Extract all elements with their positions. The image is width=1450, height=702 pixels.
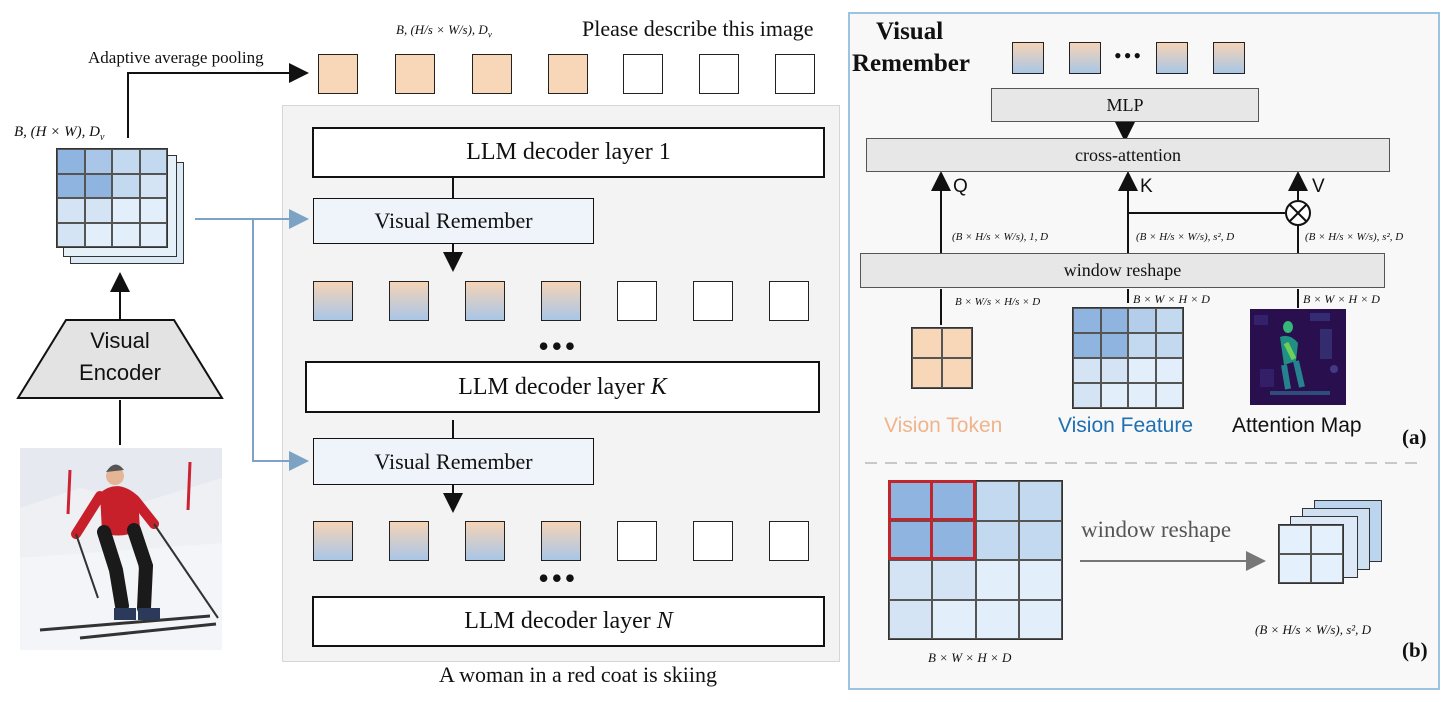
text-token: [617, 281, 657, 321]
b-output-shape-label: (B × H/s × W/s), s², D: [1255, 622, 1372, 637]
prompt-text: Please describe this image: [582, 16, 814, 41]
ellipsis-dots: •••: [538, 328, 578, 364]
visual-token: [318, 54, 358, 94]
output-token: [1213, 42, 1245, 74]
output-token: [1069, 42, 1101, 74]
llm-decoder-layer-k: LLM decoder layer K: [305, 361, 820, 413]
visual-remember-block-1: Visual Remember: [313, 198, 594, 244]
cross-attention-block: cross-attention: [866, 138, 1390, 172]
visual-encoder-label-line1: Visual: [90, 328, 150, 353]
layer-n-prefix: LLM decoder layer: [464, 608, 657, 634]
visual-remember-block-2: Visual Remember: [313, 438, 594, 485]
text-token: [623, 54, 663, 94]
q-label: Q: [953, 176, 968, 197]
attention-map-caption: Attention Map: [1232, 414, 1362, 437]
ellipsis-dots: •••: [538, 560, 578, 596]
llm-decoder-layer-1: LLM decoder layer 1: [312, 127, 825, 178]
token-input-shape: B × W/s × H/s × D: [955, 296, 1041, 308]
updated-visual-token: [389, 521, 429, 561]
ski-photo: [20, 448, 222, 650]
reshape-input-grid: [888, 480, 1063, 640]
panel-a-label: (a): [1402, 425, 1427, 449]
layer-k-var: K: [650, 373, 667, 400]
llm-decoder-layer-n: LLM decoder layer N: [312, 596, 825, 647]
attention-input-shape: B × W × H × D: [1303, 292, 1380, 306]
output-token: [1012, 42, 1044, 74]
text-token: [775, 54, 815, 94]
pooling-label: Adaptive average pooling: [88, 48, 264, 67]
feature-input-shape: B × W × H × D: [1133, 292, 1210, 306]
text-token: [769, 521, 809, 561]
k-shape-label: (B × H/s × W/s), s², D: [1136, 231, 1235, 243]
ellipsis-dots: •••: [1114, 43, 1144, 68]
panel-b-label: (b): [1402, 638, 1428, 662]
updated-visual-token: [465, 281, 505, 321]
vision-token-caption: Vision Token: [884, 414, 1003, 437]
text-token: [693, 521, 733, 561]
updated-visual-token: [541, 521, 581, 561]
updated-visual-token: [313, 521, 353, 561]
feature-map-stack: [56, 148, 196, 268]
b-window-reshape-label: window reshape: [1081, 517, 1232, 542]
vision-token-grid: [911, 327, 973, 389]
updated-visual-token: [313, 281, 353, 321]
window-highlight-divider-h: [888, 518, 976, 521]
k-label: K: [1140, 176, 1153, 197]
visual-encoder-label-line2: Encoder: [79, 360, 161, 385]
window-reshape-block: window reshape: [860, 253, 1385, 288]
output-token: [1156, 42, 1188, 74]
text-token: [617, 521, 657, 561]
layer-n-var: N: [656, 608, 673, 634]
panel-title-line1: Visual: [876, 18, 944, 45]
updated-visual-token: [389, 281, 429, 321]
panel-title-line2: Remember: [852, 50, 970, 77]
v-shape-label: (B × H/s × W/s), s², D: [1305, 231, 1404, 243]
text-token: [769, 281, 809, 321]
text-token: [693, 281, 733, 321]
mlp-block: MLP: [991, 88, 1259, 122]
vision-feature-caption: Vision Feature: [1058, 414, 1194, 437]
vision-feature-grid: [1072, 307, 1184, 409]
output-caption: A woman in a red coat is skiing: [438, 662, 717, 687]
visual-token: [472, 54, 512, 94]
window-layer-front: [1278, 524, 1344, 584]
layer-k-prefix: LLM decoder layer: [458, 373, 651, 400]
text-token: [699, 54, 739, 94]
visual-encoder-shape: [16, 319, 224, 399]
visual-token: [395, 54, 435, 94]
feature-shape-label: B, (H × W), Dv: [14, 124, 105, 143]
reshaped-window-stack: [1278, 500, 1388, 600]
attention-map-image: [1250, 309, 1346, 405]
visual-token: [548, 54, 588, 94]
feature-map-grid: [56, 148, 168, 248]
updated-visual-token: [465, 521, 505, 561]
b-grid-shape-label: B × W × H × D: [928, 650, 1012, 665]
q-shape-label: (B × H/s × W/s), 1, D: [952, 231, 1049, 243]
v-label: V: [1312, 176, 1325, 197]
updated-visual-token: [541, 281, 581, 321]
pooled-shape-label: B, (H/s × W/s), Dv: [396, 22, 492, 40]
